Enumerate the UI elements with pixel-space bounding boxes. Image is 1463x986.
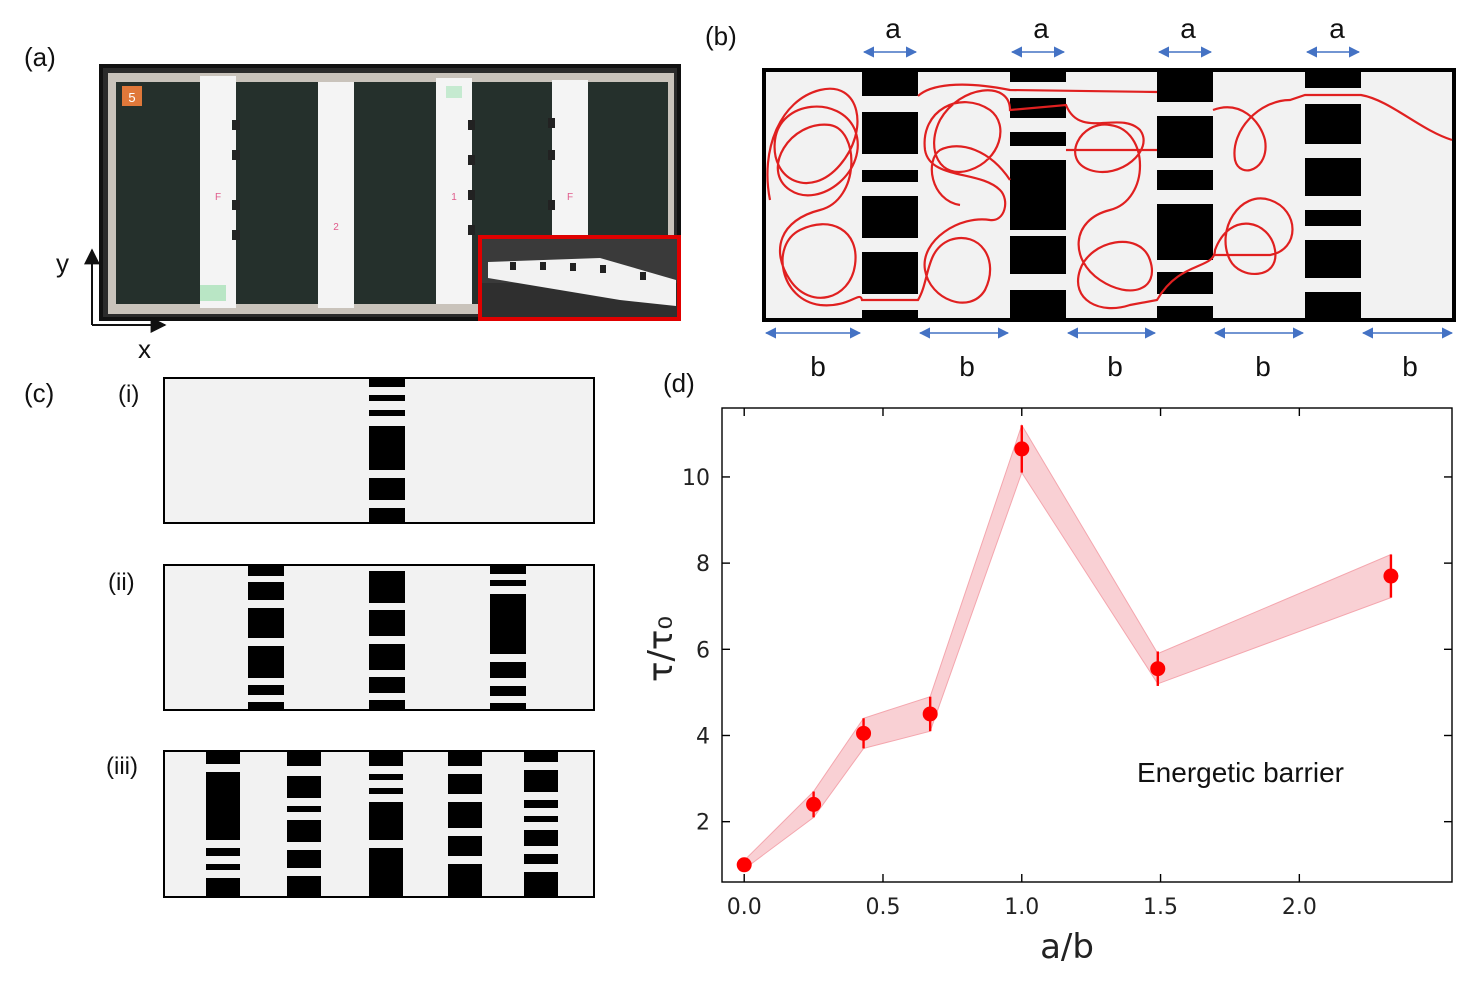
y-axis-label: τ/τ₀ — [641, 616, 681, 682]
data-point — [736, 857, 752, 873]
arena-barrier-4 — [1305, 70, 1361, 320]
config-iii-label: (iii) — [106, 753, 138, 780]
photo-barrier-1 — [200, 76, 240, 308]
uncertainty-band — [743, 424, 1392, 871]
panel-c-label: (c) — [24, 378, 54, 408]
plot-frame — [721, 407, 1453, 883]
gap-label-2: a — [1033, 13, 1049, 44]
arena-barrier-3 — [1157, 70, 1213, 320]
axis-x-label: x — [138, 334, 151, 364]
chart-annotation: Energetic barrier — [1137, 757, 1344, 788]
gap-label-3: a — [1180, 13, 1196, 44]
photo-tag — [122, 86, 142, 106]
axis-y-label: y — [56, 248, 69, 278]
gap-label-1: a — [885, 13, 901, 44]
y-tick-label: 6 — [696, 638, 710, 663]
arena-barrier-1 — [862, 70, 918, 320]
panel-a-label: (a) — [24, 42, 56, 72]
x-tick-label: 1.0 — [1004, 895, 1039, 920]
x-tick-label: 0.0 — [727, 895, 762, 920]
y-tick-label: 4 — [696, 724, 710, 749]
x-tick-label: 0.5 — [865, 895, 900, 920]
y-tick-label: 2 — [696, 811, 710, 836]
config-i-label: (i) — [118, 381, 139, 408]
photo-barrier-2 — [318, 82, 354, 308]
y-tick-label: 10 — [682, 466, 710, 491]
data-point — [1383, 568, 1399, 584]
data-point — [1150, 661, 1166, 677]
gap-markers-a: a a a a — [862, 13, 1361, 58]
data-point — [806, 796, 822, 812]
spacing-label-2: b — [959, 351, 975, 382]
panel-d-label: (d) — [663, 368, 695, 398]
arena-schematic: a a a a b b b b b — [762, 13, 1456, 382]
experiment-photo: F 2 1 F 5 — [99, 64, 681, 321]
photo-mark-1: F — [215, 192, 221, 203]
gap-label-4: a — [1329, 13, 1345, 44]
photo-mark-2: 2 — [333, 222, 339, 233]
photo-mark-4: F — [567, 192, 573, 203]
photo-mark-3: 1 — [451, 192, 457, 203]
config-iii-arena — [163, 750, 595, 898]
spacing-label-5: b — [1402, 351, 1418, 382]
spacing-label-1: b — [810, 351, 826, 382]
config-i-arena — [163, 377, 595, 524]
spacing-label-4: b — [1255, 351, 1271, 382]
data-point — [922, 706, 938, 722]
photo-axes: y x — [56, 248, 167, 364]
x-axis-label: a/b — [1040, 927, 1094, 967]
x-tick-label: 1.5 — [1143, 895, 1178, 920]
photo-barrier-3 — [436, 78, 475, 304]
spacing-markers-b: b b b b b — [764, 327, 1454, 382]
photo-tag-number: 5 — [128, 90, 135, 105]
y-tick-label: 8 — [696, 552, 710, 577]
robot-trajectory — [766, 83, 1453, 310]
spacing-label-3: b — [1107, 351, 1123, 382]
data-point — [856, 725, 872, 741]
photo-inset — [478, 235, 681, 321]
config-ii-label: (ii) — [108, 569, 135, 596]
config-ii-arena — [163, 564, 595, 711]
tau-vs-ab-chart: 0.0 0.5 1.0 1.5 2.0 2 4 6 8 10 a/b τ/τ₀ Energetic ba… — [641, 407, 1453, 967]
arena-barrier-2 — [1010, 70, 1066, 320]
x-tick-label: 2.0 — [1282, 895, 1317, 920]
data-point — [1014, 441, 1030, 457]
panel-b-label: (b) — [705, 21, 737, 51]
